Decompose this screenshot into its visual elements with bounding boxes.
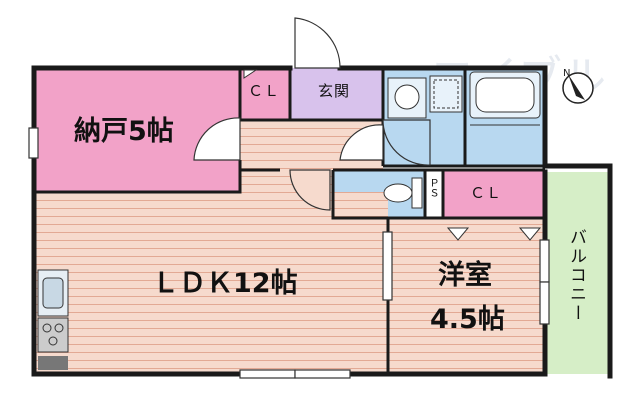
compass-icon: N — [562, 68, 594, 104]
storage-room — [34, 68, 240, 192]
ps-space — [425, 170, 443, 218]
closet-storage-label: ＣＬ — [248, 82, 281, 100]
closet-western — [443, 170, 545, 218]
svg-text:N: N — [563, 68, 570, 79]
kitchen-sink-icon — [37, 269, 69, 317]
entrance-label: 玄関 — [318, 82, 351, 100]
door-swing-icon — [193, 17, 431, 211]
toilet-icon — [383, 177, 423, 209]
closet-storage — [240, 68, 290, 120]
ldk-label: ＬＤＫ12帖 — [152, 268, 298, 299]
bathtub-icon — [469, 71, 541, 126]
entrance-area — [290, 68, 383, 120]
storage-room-label: 納戸5帖 — [74, 116, 174, 147]
balcony-label: バルコニー — [566, 228, 586, 323]
western-room-size: 4.5帖 — [430, 304, 505, 335]
balcony-area — [547, 172, 608, 374]
ps-label: ＰＳ — [427, 178, 438, 198]
western-room — [388, 218, 545, 374]
closet-western-label: ＣＬ — [470, 184, 503, 202]
ldk-room — [34, 192, 388, 374]
western-room-label: 洋室 — [438, 260, 492, 291]
washbasin-icon — [387, 77, 427, 119]
washing-machine-pan-icon — [429, 75, 463, 113]
stove-icon — [37, 317, 69, 370]
